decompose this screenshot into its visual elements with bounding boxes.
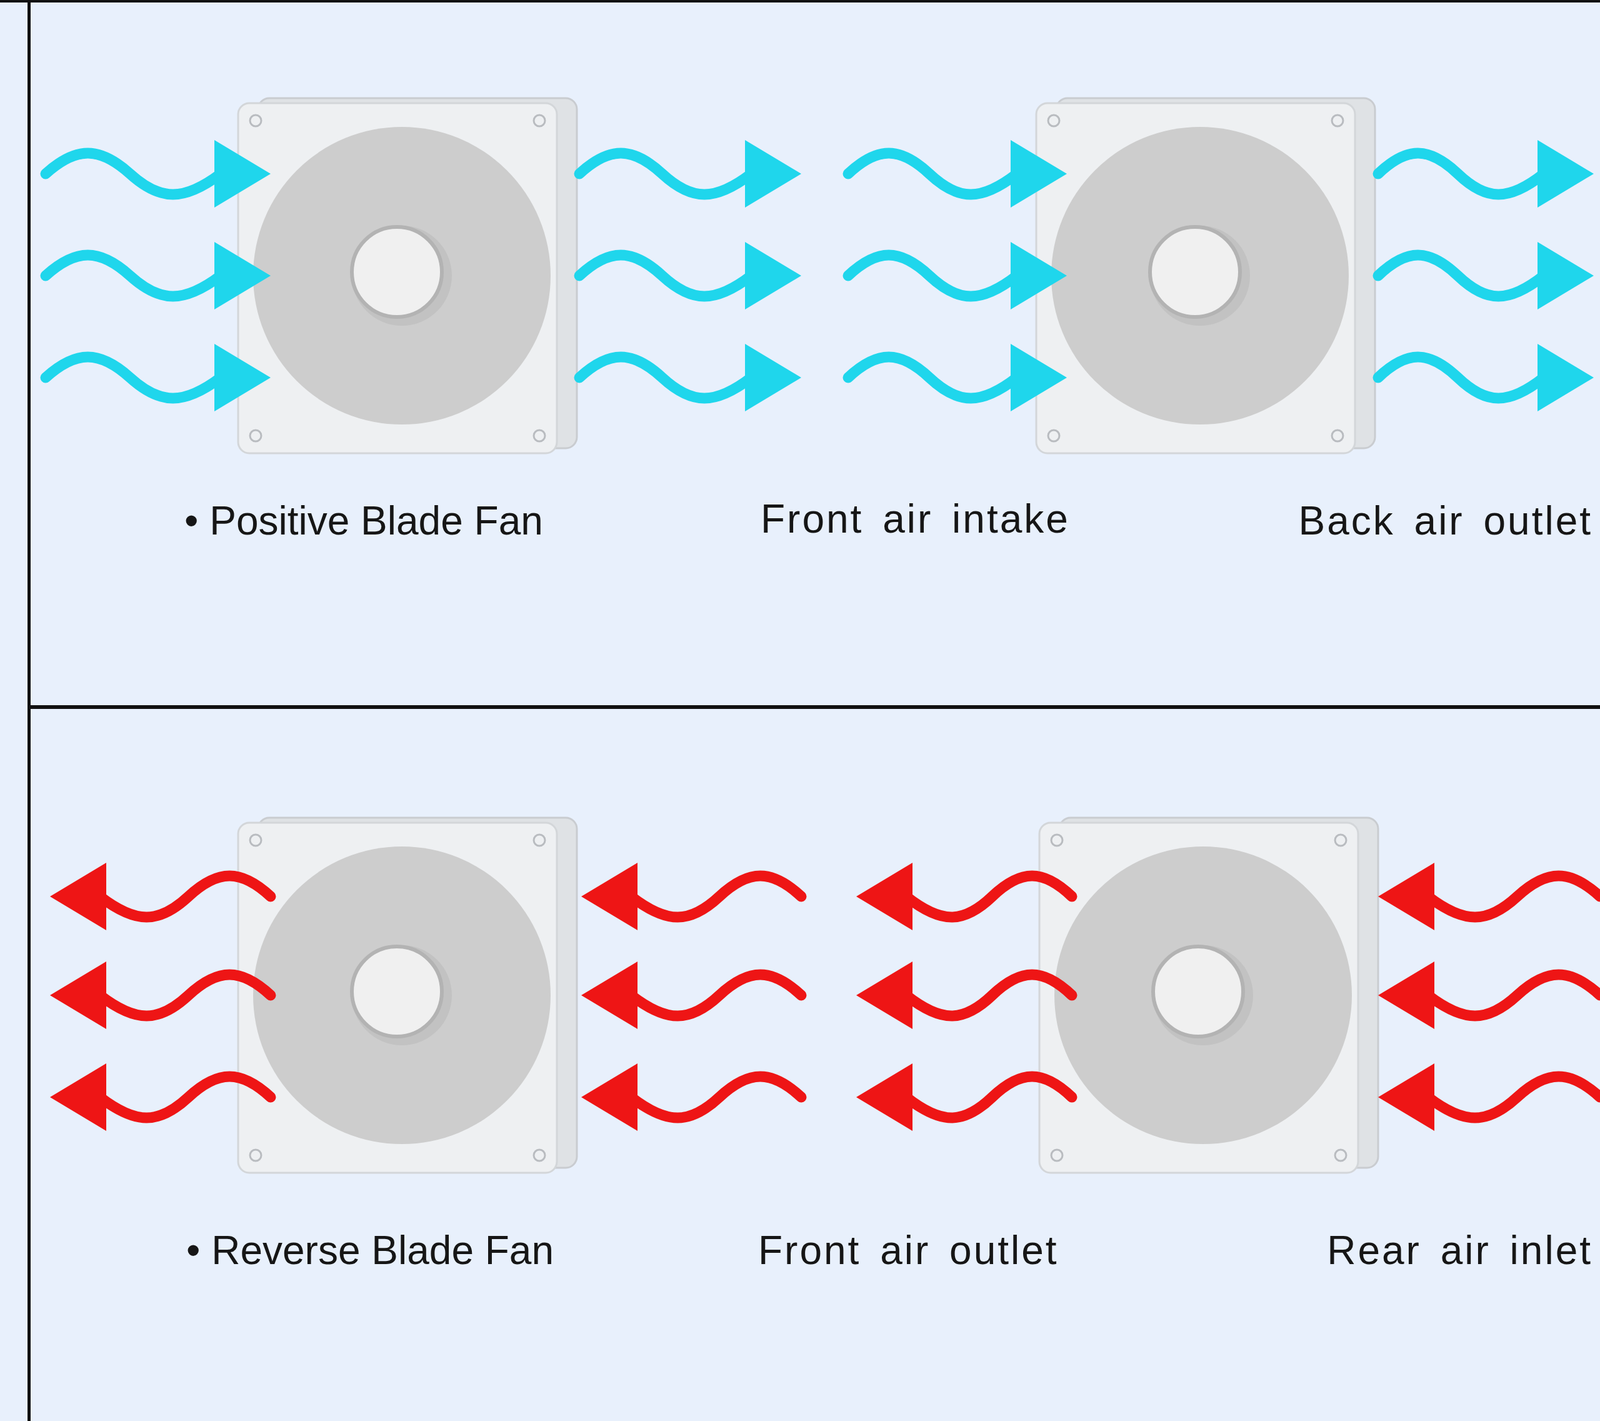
arrow-head <box>745 140 802 208</box>
airflow-wave <box>848 153 1017 195</box>
arrow-head <box>856 862 913 930</box>
fan-illustration <box>1039 817 1379 1173</box>
arrow-head <box>745 241 802 310</box>
airflow-wave <box>1378 356 1544 399</box>
airflow-wave <box>45 153 221 195</box>
arrow-head <box>856 1063 913 1131</box>
arrow-head <box>50 961 107 1029</box>
arrow-head <box>581 961 638 1029</box>
airflow-wave <box>906 875 1072 917</box>
arrow-head <box>1537 241 1594 310</box>
airflow-wave <box>1428 974 1600 1016</box>
airflow-wave <box>906 974 1072 1016</box>
border-line <box>27 0 31 1421</box>
airflow-wave <box>631 875 802 917</box>
airflow-wave <box>45 356 221 399</box>
arrow-head <box>1378 862 1435 930</box>
airflow-wave <box>848 356 1017 399</box>
fan-illustration <box>238 98 577 454</box>
airflow-label: Front air outlet <box>758 1228 1059 1272</box>
fan-illustration <box>1036 98 1375 454</box>
arrow-head <box>1010 140 1067 208</box>
airflow-wave <box>906 1076 1072 1118</box>
arrow-head <box>214 343 271 412</box>
arrow-head <box>1537 140 1594 208</box>
airflow-label: Rear air inlet <box>1326 1228 1593 1272</box>
airflow-wave <box>100 974 271 1016</box>
airflow-wave <box>1378 153 1544 195</box>
arrow-head <box>745 343 802 412</box>
fan-illustration <box>238 817 577 1173</box>
arrow-head <box>1378 1063 1435 1131</box>
divider-line <box>27 705 1600 709</box>
airflow-wave <box>579 153 752 195</box>
border-line <box>0 0 1600 3</box>
arrow-head <box>1010 343 1067 412</box>
arrow-head <box>581 862 638 930</box>
arrow-head <box>50 862 107 930</box>
arrow-head <box>50 1063 107 1131</box>
airflow-wave <box>1378 255 1544 297</box>
arrow-head <box>1537 343 1594 412</box>
airflow-wave <box>579 356 752 399</box>
airflow-label: Back air outlet <box>1298 498 1593 543</box>
arrow-head <box>214 140 271 208</box>
airflow-wave <box>45 255 221 297</box>
fan-type-label: • Positive Blade Fan <box>184 498 544 543</box>
arrow-head <box>1010 241 1067 310</box>
fan-type-label: • Reverse Blade Fan <box>186 1228 554 1272</box>
airflow-wave <box>100 875 271 917</box>
airflow-wave <box>631 974 802 1016</box>
arrow-head <box>1378 961 1435 1029</box>
airflow-wave <box>579 255 752 297</box>
arrow-head <box>856 961 913 1029</box>
airflow-wave <box>1428 1076 1600 1118</box>
airflow-wave <box>100 1076 271 1118</box>
arrow-head <box>214 241 271 310</box>
airflow-label: Front air intake <box>760 496 1070 541</box>
airflow-wave <box>631 1076 802 1118</box>
airflow-wave <box>1428 875 1600 917</box>
arrow-head <box>581 1063 638 1131</box>
airflow-wave <box>848 255 1017 297</box>
